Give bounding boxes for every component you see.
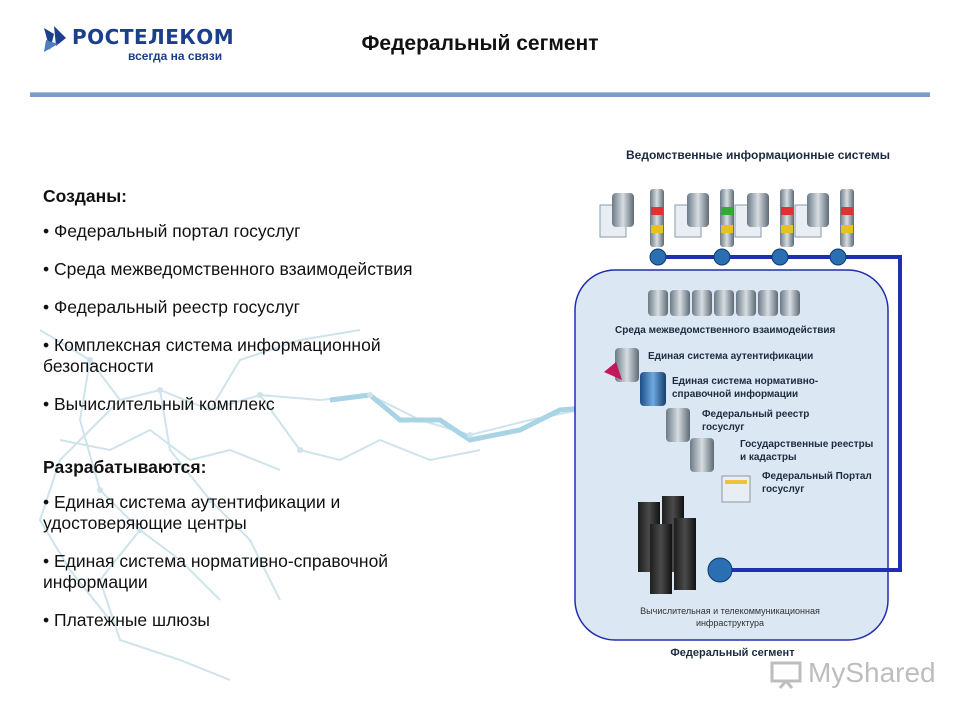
registry-label: Федеральный реестр госуслуг: [702, 409, 810, 433]
developing-item: • Единая система нормативно-справочной и…: [43, 551, 389, 592]
state-registers-label: Государственные реестры и кадастры: [740, 439, 874, 463]
nsi-label: Единая система нормативно-справочной инф…: [672, 376, 819, 400]
developing-heading: Разрабатываются:: [43, 457, 207, 477]
header-divider: [30, 92, 930, 97]
infra-hub-icon: [707, 557, 733, 583]
nsi-icon: [640, 372, 666, 406]
segment-label: Федеральный сегмент: [670, 647, 795, 659]
rostelecom-logo-icon: [44, 26, 66, 52]
logo-tagline: всегда на связи: [128, 49, 223, 63]
presentation-icon: [770, 661, 802, 689]
logo-wordmark: РОСТЕЛЕКОМ: [72, 25, 235, 49]
page-title: Федеральный сегмент: [361, 32, 599, 55]
auth-system-icon: [604, 348, 639, 382]
diagram-graphics: [574, 189, 902, 641]
state-registers-icon: [690, 438, 714, 472]
departmental-systems-label: Ведомственные информационные системы: [626, 148, 890, 162]
created-item: • Федеральный реестр госуслуг: [43, 297, 300, 317]
infra-label: Вычислительная и телекоммуникационная ин…: [640, 606, 820, 628]
registry-icon: [666, 408, 690, 442]
portal-label: Федеральный Портал госуслуг: [762, 471, 872, 495]
bullet-text-block: Созданы: • Федеральный портал госуслуг •…: [43, 186, 573, 631]
created-item: • Среда межведомственного взаимодействия: [43, 259, 413, 279]
server-racks-icon: [638, 496, 696, 594]
created-heading: Созданы:: [43, 186, 127, 206]
auth-label: Единая система аутентификации: [648, 351, 814, 362]
developing-item: • Платежные шлюзы: [43, 610, 211, 630]
rostelecom-logo: РОСТЕЛЕКОМ всегда на связи: [40, 22, 234, 66]
env-label: Среда межведомственного взаимодействия: [615, 325, 836, 336]
myshared-watermark: MyShared: [770, 655, 940, 695]
portal-icon: [721, 475, 751, 503]
federal-segment-diagram: Ведомственные информационные системы: [570, 140, 950, 660]
developing-item: • Единая система аутентификации и удосто…: [43, 492, 341, 533]
departmental-servers: [599, 189, 854, 247]
created-item: • Вычислительный комплекс: [43, 394, 275, 414]
network-map-background: [38, 329, 586, 681]
created-item: • Комплексная система информационной без…: [43, 335, 381, 376]
watermark-text: MyShared: [808, 657, 936, 688]
interaction-environment-icon: [648, 290, 800, 316]
created-item: • Федеральный портал госуслуг: [43, 221, 301, 241]
network-hub-icons: [649, 248, 847, 266]
